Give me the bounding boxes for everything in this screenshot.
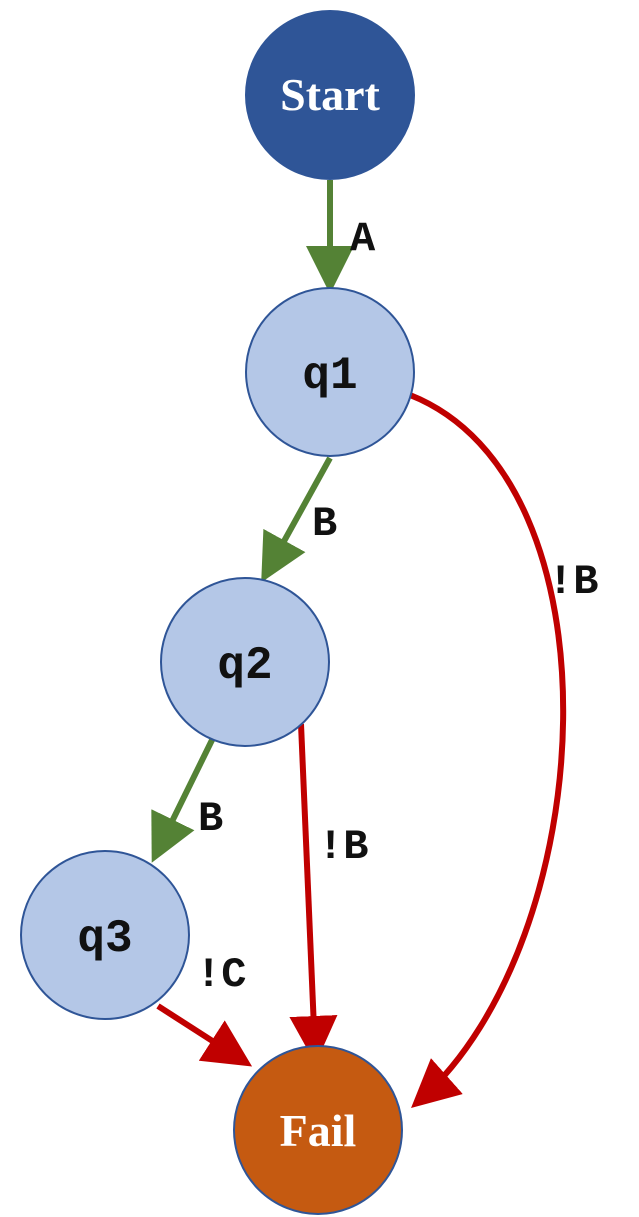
edge-q2-fail — [289, 723, 338, 1064]
node-q3: q3 — [20, 850, 190, 1020]
node-start-circle — [245, 10, 415, 180]
edge-q2-q3 — [151, 736, 216, 863]
node-fail-circle — [233, 1045, 403, 1215]
node-q3-label: q3 — [77, 913, 132, 965]
node-fail-label: Fail — [280, 1105, 357, 1156]
node-q3-circle — [20, 850, 190, 1020]
edge-label-q1-fail: !B — [548, 558, 598, 606]
node-q1: q1 — [245, 287, 415, 457]
edge-label-start-q1: A — [350, 215, 376, 263]
node-q1-label: q1 — [302, 350, 357, 402]
edge-q3-fail — [156, 1003, 253, 1067]
node-q2-label: q2 — [217, 640, 272, 692]
edge-q1-fail — [408, 392, 567, 1108]
node-q2: q2 — [160, 577, 330, 747]
node-q1-circle — [245, 287, 415, 457]
node-q2-circle — [160, 577, 330, 747]
edge-label-q2-q3: B — [198, 795, 223, 843]
node-start-label: Start — [280, 69, 380, 120]
edge-label-q3-fail: !C — [196, 951, 246, 999]
node-start: Start — [245, 10, 415, 180]
edges — [151, 180, 567, 1108]
edge-label-q1-q2: B — [312, 500, 337, 548]
edge-labels: A B !B B !B !C — [196, 215, 598, 999]
edge-label-q2-fail: !B — [318, 823, 368, 871]
node-fail: Fail — [233, 1045, 403, 1215]
edge-q1-q2 — [261, 456, 333, 583]
